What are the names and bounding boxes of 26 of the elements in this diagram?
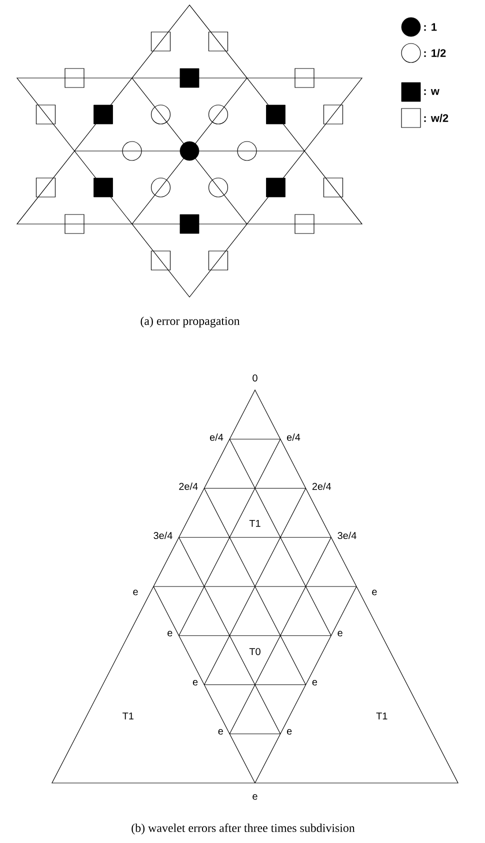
math-label: e bbox=[218, 729, 223, 735]
legend-text: : 1 bbox=[424, 23, 437, 31]
math-label: e/4 bbox=[210, 433, 224, 441]
math-label: e bbox=[312, 680, 318, 686]
legend-text: : 1/2 bbox=[424, 48, 446, 58]
math-label: 2e/4 bbox=[179, 482, 198, 490]
region-label: T1 bbox=[376, 712, 388, 720]
legend-text: : w/2 bbox=[424, 114, 448, 122]
math-label: 2e/4 bbox=[312, 482, 332, 490]
math-label: e bbox=[133, 590, 138, 596]
math-label: e bbox=[168, 630, 172, 636]
region-label: T0 bbox=[249, 648, 260, 656]
figure-caption: (a) error propagation bbox=[140, 316, 240, 328]
math-label: 3e/4 bbox=[154, 532, 172, 540]
legend-text: : w bbox=[424, 89, 440, 95]
region-label: T1 bbox=[122, 712, 134, 720]
math-label: e bbox=[338, 630, 342, 636]
math-label: e/4 bbox=[287, 433, 300, 441]
figure-caption: (b) wavelet errors after three times subdivision bbox=[132, 824, 355, 834]
math-label: e bbox=[252, 794, 258, 800]
math-label: 3e/4 bbox=[338, 532, 356, 540]
region-label: T1 bbox=[249, 520, 260, 527]
math-label: e bbox=[287, 729, 292, 735]
math-label: e bbox=[372, 590, 377, 596]
math-label: 0 bbox=[252, 374, 258, 382]
math-label: e bbox=[192, 680, 198, 686]
